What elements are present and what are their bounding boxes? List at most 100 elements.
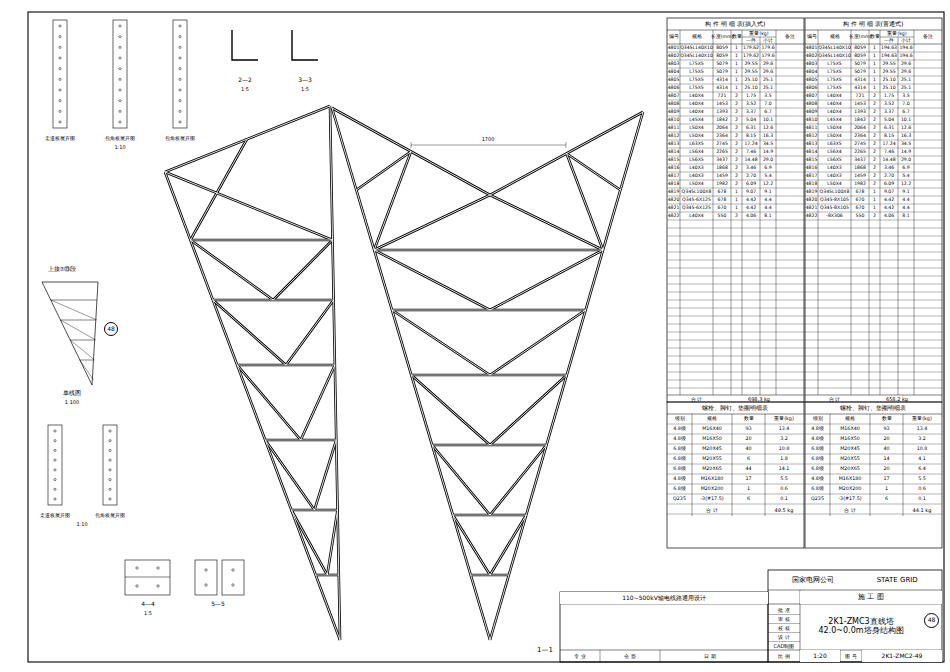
label-text: 25.1 [901,78,911,83]
drawing-line [805,424,942,425]
label-text: 6 [747,457,750,462]
label-text: L75X5 [827,62,841,67]
label-text: M20X65 [840,467,860,472]
label-text: 6.8级 [673,467,686,472]
label-text: L40X4 [689,102,703,107]
bolt-table-frame [805,402,942,548]
label-text: 6.4 [918,467,926,472]
label-text: 4806 [806,86,818,91]
label-text: 6.31 [884,126,894,131]
label-text: 5.5 [780,477,788,482]
drawing-line [70,340,94,360]
label-text: 25.1 [901,86,911,91]
label-text: L50X4 [689,134,703,139]
drawing-line [125,577,170,578]
angle-member [374,249,603,252]
label-text: 10.1 [901,118,911,123]
label-text: 构 件 明 细 表(插入式) [705,21,766,27]
label-text: 9.1 [902,190,909,195]
bolt-hole [179,89,181,91]
drawing-line [805,356,942,357]
label-text: 670 [718,206,727,211]
label-text: M20X55 [702,457,722,462]
label-text: 构 件 明 细 表(普通式) [843,21,904,27]
drawing-line [805,316,942,317]
node-text: 施 工 图 [858,594,883,601]
label-text: 走道板展开图 [44,136,76,141]
drawing-line [805,474,942,475]
label-text: 单线图 [62,390,82,396]
drawing-line [805,204,942,205]
label-text: 5.04 [746,118,756,123]
label-text: 1393 [716,110,728,115]
label-text: 1:5 [143,611,153,616]
label-text: 4.8级 [811,437,824,442]
label-text: 4814 [806,150,818,155]
label-text: 8.1 [764,214,771,219]
label-text: 专 业 [574,654,586,659]
drawing-line [667,364,804,365]
label-text: 1 [873,198,876,203]
drawing-line [667,414,804,415]
drawing-line [70,340,94,341]
label-text: 2 [735,150,738,155]
label-text: 3.46 [746,166,756,171]
bolt-hole [119,100,121,102]
angle-member [165,172,333,240]
drawing-line [51,300,97,320]
label-text: 级别 [675,417,685,422]
label-text: 1 [735,78,738,83]
label-text: 4813 [668,142,680,147]
angle-member [392,310,490,375]
drawing-line [667,434,804,435]
label-text: 6.8级 [811,447,824,452]
label-text: 一件 [746,38,756,43]
label-text: 6.09 [884,182,894,187]
drawing-line [667,454,804,455]
drawing-line [667,30,804,31]
label-text: 10.8 [779,447,790,452]
plate-outline [103,425,117,505]
label-text: 4819 [668,190,680,195]
drawing-line [805,100,942,101]
label-text: 10.1 [763,118,773,123]
bolt-hole [59,46,61,48]
label-text: L40X4 [827,102,841,107]
label-text: 1 [735,198,738,203]
drawing-line [667,252,804,253]
label-text: 12.6 [901,126,911,131]
angle-member [237,365,301,440]
label-text: 4808 [668,102,680,107]
label-text: 2 [735,158,738,163]
label-text: 2 [873,174,876,179]
angle-member-inner [432,445,490,515]
label-text: 29.6 [763,62,773,67]
label-text: 5079 [716,62,728,67]
label-text: 4—4 [140,601,156,607]
label-text: 29.6 [901,62,911,67]
label-text: 5.5 [918,477,926,482]
label-text: L56X5 [689,158,703,163]
drawing-line [60,320,95,321]
label-text: 4812 [806,134,818,139]
angle-member-inner [374,250,603,251]
angle-member-inner [356,152,411,191]
drawing-line [667,284,804,285]
label-text: 1 [873,190,876,195]
label-text: 长度(mm) [849,35,872,40]
label-text: 8059 [716,54,728,59]
label-text: 4.4 [902,206,909,211]
label-text: 4803 [806,62,818,67]
label-text: 1 [873,206,876,211]
label-text: 包角板展开图 [104,136,136,141]
label-text: Q235 [811,497,824,502]
angle-member-inner [237,365,301,440]
drawing-line [667,68,804,69]
detail-5-5 [222,560,244,595]
label-text: 14.9 [763,150,773,155]
label-text: M16X180 [839,477,862,482]
drawing-line [667,204,804,205]
label-text: 1:100 [64,400,80,405]
bolt-hole [157,567,159,569]
